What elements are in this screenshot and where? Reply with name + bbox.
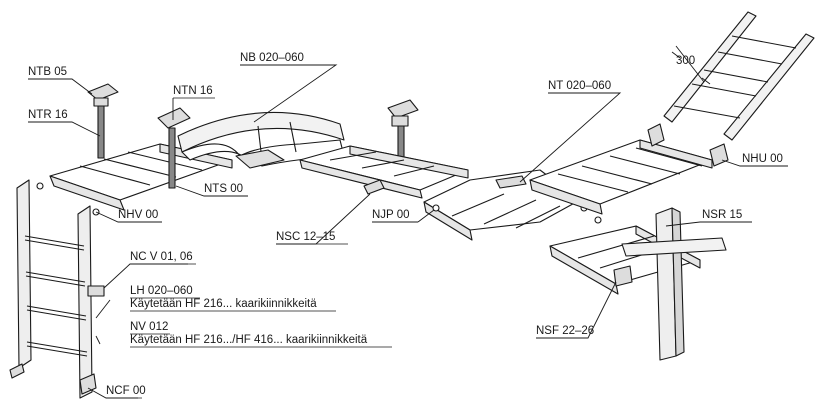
label-nsf: NSF 22–26 bbox=[536, 325, 594, 337]
label-nhv: NHV 00 bbox=[118, 209, 158, 221]
horizontal-ladder-middle bbox=[299, 145, 469, 199]
label-njp: NJP 00 bbox=[372, 209, 410, 221]
label-ntn: NTN 16 bbox=[173, 85, 213, 97]
label-nt: NT 020–060 bbox=[548, 80, 611, 92]
label-nsc: NSC 12–15 bbox=[276, 231, 335, 243]
label-lh-note: Käytetään HF 216... kaarikiinnikkeitä bbox=[130, 298, 317, 310]
label-ncf: NCF 00 bbox=[106, 385, 146, 397]
ladder-top-right bbox=[663, 11, 815, 141]
label-lh: LH 020–060 bbox=[130, 285, 193, 297]
ceiling-brackets bbox=[87, 83, 419, 129]
label-nb: NB 020–060 bbox=[240, 52, 304, 64]
drawing bbox=[9, 11, 815, 399]
label-ntb: NTB 05 bbox=[28, 66, 67, 78]
label-nts: NTS 00 bbox=[204, 183, 243, 195]
support-column bbox=[621, 207, 727, 361]
label-dimension-300: 300 bbox=[676, 55, 695, 67]
label-underlines bbox=[28, 64, 788, 399]
label-nv-note: Käytetään HF 216.../HF 416... kaarikiinn… bbox=[130, 334, 368, 346]
label-ncv: NC V 01, 06 bbox=[130, 251, 193, 263]
label-nhu: NHU 00 bbox=[742, 153, 783, 165]
label-nsr: NSR 15 bbox=[702, 209, 742, 221]
label-nv: NV 012 bbox=[130, 321, 168, 333]
callout-labels: NTB 05 NTR 16 NTN 16 NB 020–060 NT 020–0… bbox=[28, 52, 783, 397]
vertical-ladder-nv bbox=[9, 179, 105, 399]
bend-nb bbox=[177, 111, 345, 169]
label-ntr: NTR 16 bbox=[28, 109, 68, 121]
